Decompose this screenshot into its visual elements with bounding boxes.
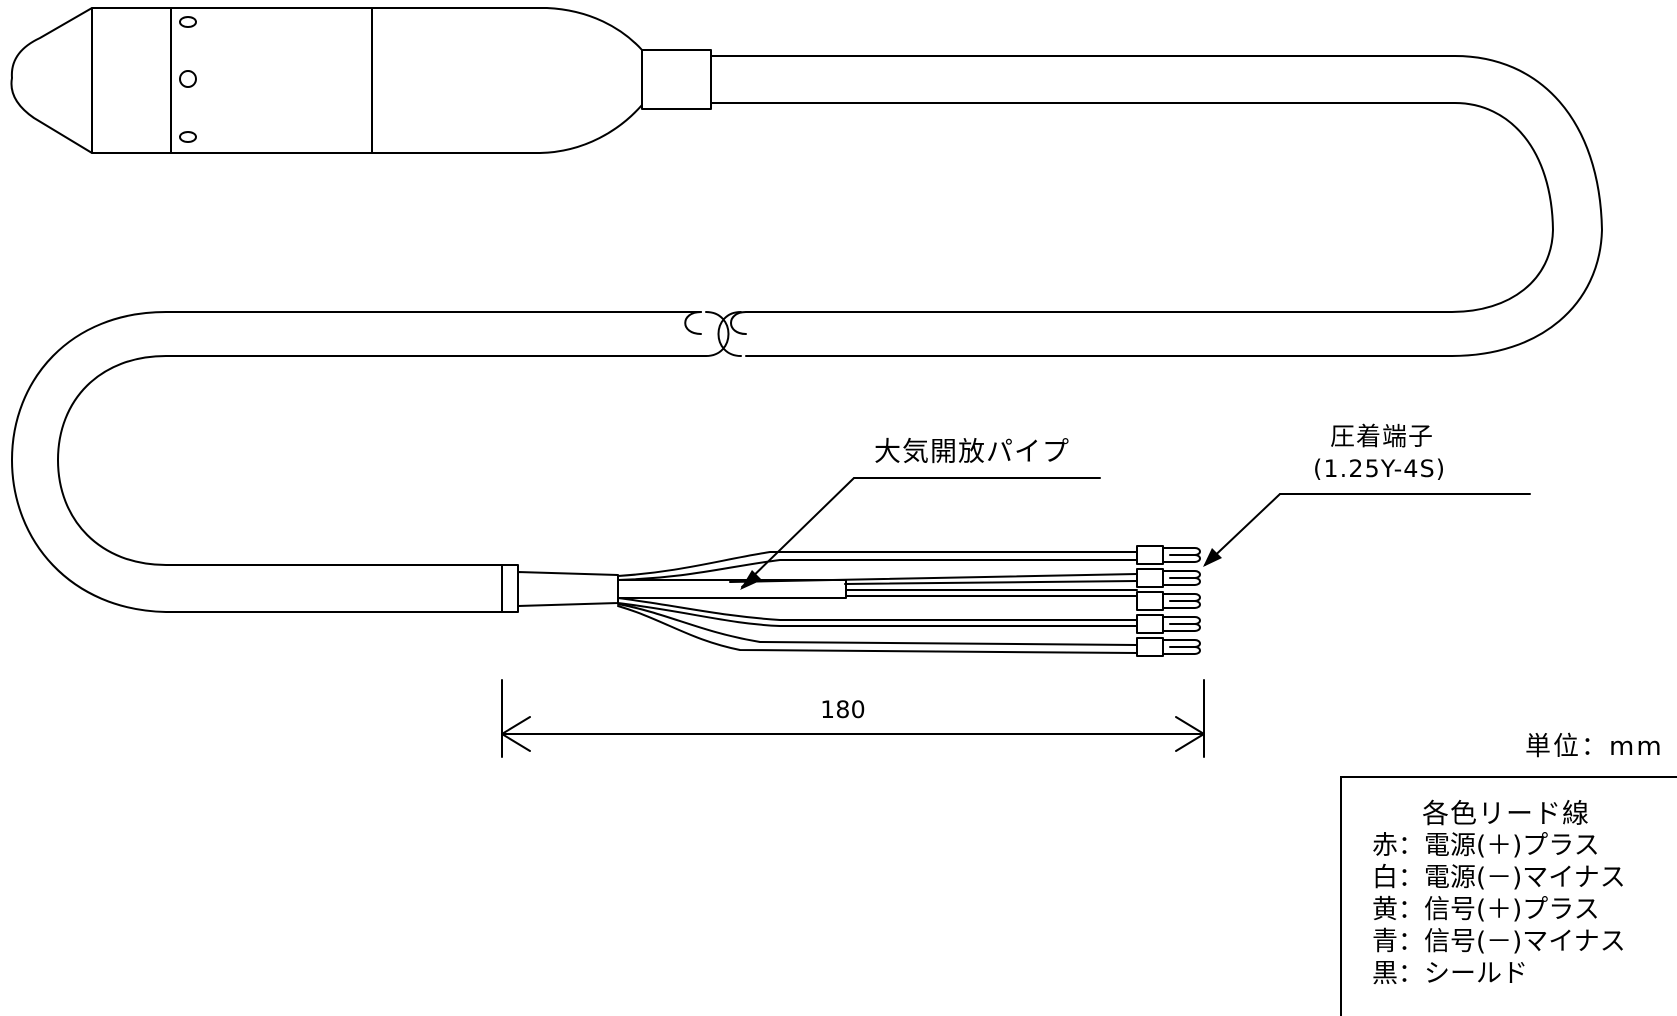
- cable-lower: [11, 311, 503, 613]
- lead-wires: [617, 551, 1138, 654]
- unit-label: 単位：mm: [1525, 732, 1664, 762]
- dimension-value: 180: [820, 696, 866, 724]
- atmospheric-pipe-label: 大気開放パイプ: [874, 437, 1070, 468]
- crimp-leader: [1204, 493, 1531, 566]
- crimp-terminal-label: 圧着端子: [1330, 422, 1435, 451]
- lead-wire-legend: 各色リード線 赤：電源(＋)プラス 白：電源(－)マイナス 黄：信号(＋)プラス…: [1340, 776, 1677, 1016]
- cable-end: [501, 564, 619, 613]
- legend-item: 黒：シールド: [1372, 959, 1529, 989]
- sensor-head: [10, 7, 712, 154]
- cable-upper: [710, 55, 1603, 357]
- legend-item: 青：信号(－)マイナス: [1372, 927, 1626, 957]
- cable-break: [165, 311, 747, 357]
- dimension-line: [501, 679, 1205, 758]
- legend-title: 各色リード線: [1422, 799, 1590, 830]
- crimp-terminals: [1136, 545, 1201, 657]
- crimp-arrowhead: [1203, 548, 1222, 567]
- legend-item: 赤：電源(＋)プラス: [1372, 831, 1600, 861]
- atm-pipe-leader: [741, 477, 1101, 588]
- legend-item: 黄：信号(＋)プラス: [1372, 895, 1600, 925]
- crimp-terminal-spec: (1.25Y-4S): [1313, 455, 1447, 483]
- atm-pipe-arrowhead: [740, 570, 762, 590]
- legend-item: 白：電源(－)マイナス: [1372, 863, 1626, 893]
- legend-list: 赤：電源(＋)プラス 白：電源(－)マイナス 黄：信号(＋)プラス 青：信号(－…: [1372, 830, 1626, 990]
